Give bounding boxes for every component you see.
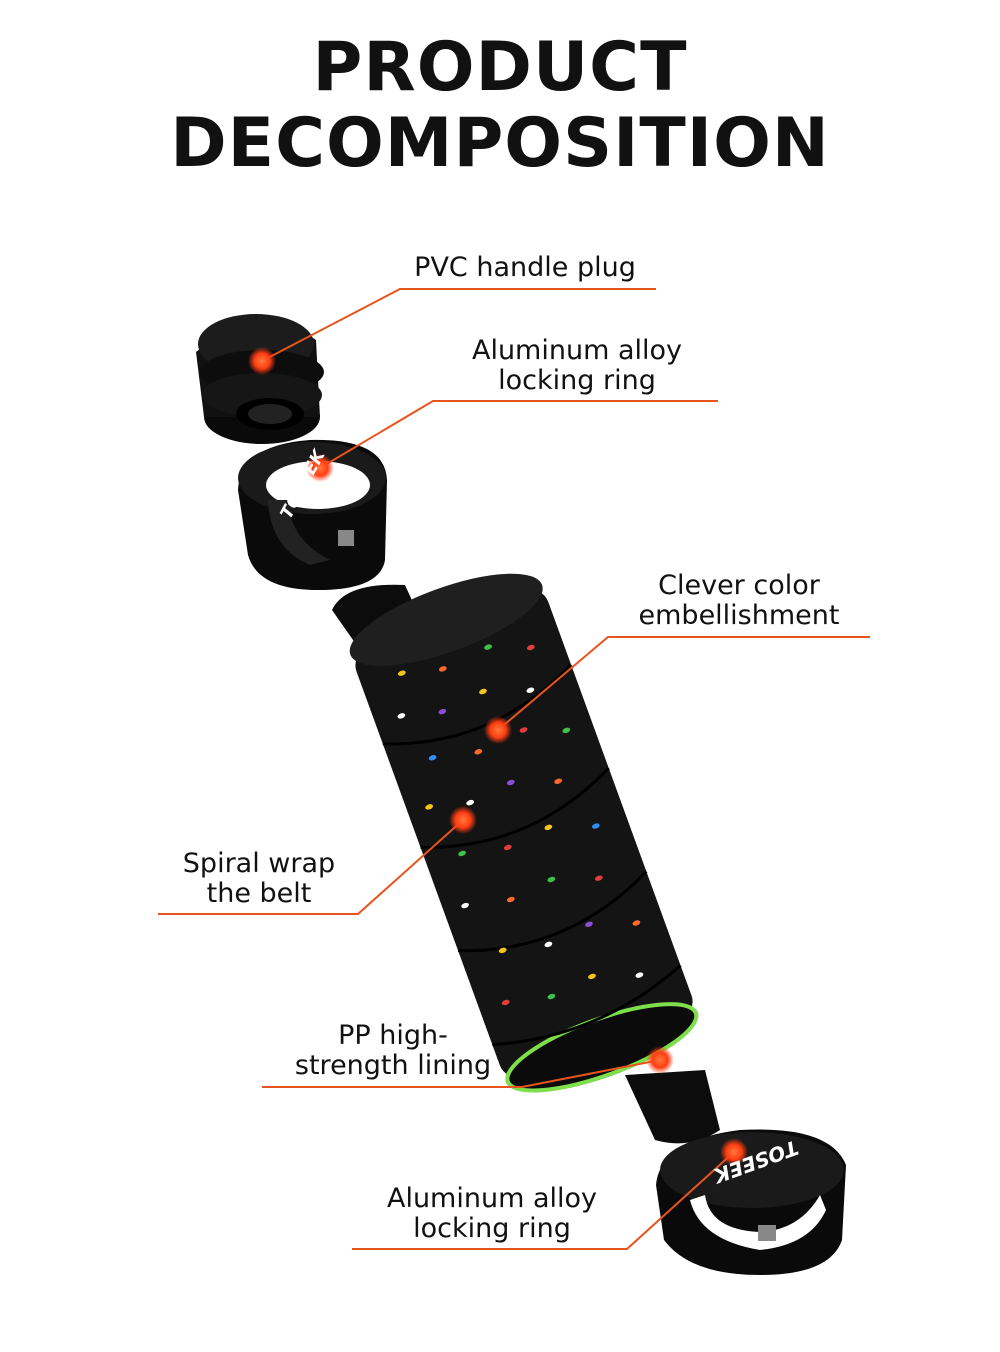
marker-lock-ring-top: [306, 454, 334, 482]
leader-spiral: [158, 819, 464, 915]
callout-text: PVC handle plug: [414, 252, 636, 283]
callout-text: PP high-: [338, 1020, 448, 1051]
leader-lock-ring-bottom: [352, 1151, 735, 1250]
marker-spiral: [449, 806, 477, 834]
callout-markers: [248, 347, 748, 1166]
leader-lock-ring-top: [319, 400, 718, 469]
callout-color-embellishment: Clever color embellishment: [626, 571, 852, 631]
callout-lock-ring-top: Aluminum alloy locking ring: [456, 336, 698, 396]
callout-text: locking ring: [413, 1213, 571, 1244]
callout-pvc-plug: PVC handle plug: [406, 253, 644, 283]
marker-pvc-plug: [248, 347, 276, 375]
callout-text: Spiral wrap: [182, 848, 336, 879]
callout-text: Aluminum alloy: [471, 335, 683, 366]
locking-ring-bottom: [656, 1129, 846, 1275]
leader-color: [497, 636, 870, 731]
marker-pp-lining: [646, 1046, 674, 1074]
grip-body: [332, 573, 720, 1144]
callout-spiral-wrap: Spiral wrap the belt: [166, 849, 352, 909]
title-line-2: DECOMPOSITION: [170, 104, 830, 183]
callout-text: Clever color: [658, 570, 820, 601]
leader-lines: [158, 288, 870, 1250]
title-line-1: PRODUCT: [312, 28, 688, 107]
callout-lock-ring-bottom: Aluminum alloy locking ring: [372, 1184, 612, 1244]
callout-text: Aluminum alloy: [386, 1183, 598, 1214]
leader-pvc-plug: [261, 288, 656, 362]
callout-text: the belt: [206, 878, 312, 909]
pvc-handle-plug: [196, 314, 324, 444]
marker-lock-ring-bottom: [720, 1138, 748, 1166]
callout-pp-lining: PP high- strength lining: [282, 1021, 504, 1081]
marker-color: [484, 716, 512, 744]
callout-text: strength lining: [294, 1050, 492, 1081]
callout-text: locking ring: [498, 365, 656, 396]
page-title: PRODUCT DECOMPOSITION: [0, 30, 1000, 182]
leader-pp-lining: [262, 1059, 661, 1088]
callout-text: embellishment: [638, 600, 840, 631]
